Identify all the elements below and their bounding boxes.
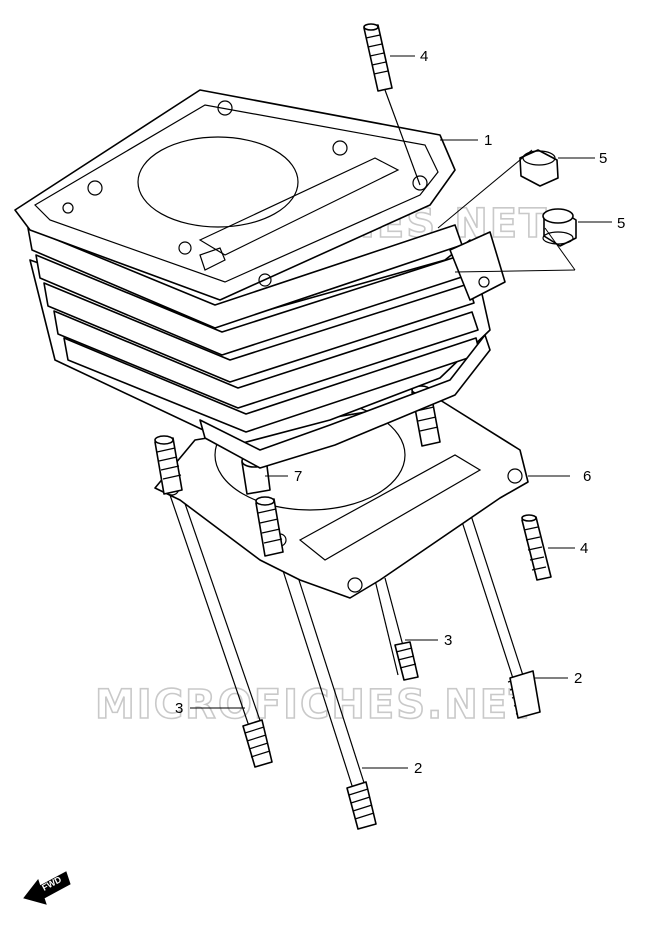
callout-5-upper: 5 xyxy=(599,150,607,167)
long-stud-front-left xyxy=(169,491,273,768)
callout-2-bottom: 2 xyxy=(414,760,422,777)
callout-4-lower: 4 xyxy=(580,540,588,557)
fwd-arrow-icon: FWD xyxy=(23,871,71,905)
callout-4-top: 4 xyxy=(420,48,428,65)
callout-6: 6 xyxy=(583,468,591,485)
watermark-bottom: MICROFICHES.NET xyxy=(95,682,538,728)
loose-stud xyxy=(521,514,552,581)
callout-3-right: 3 xyxy=(444,632,452,649)
top-stud xyxy=(363,23,421,186)
long-stud-rear-right xyxy=(454,496,541,719)
long-stud-rear-middle xyxy=(374,577,419,681)
callout-3-left: 3 xyxy=(175,700,183,717)
long-stud-front-middle xyxy=(277,551,377,830)
leader-lines xyxy=(190,55,612,769)
callout-5-lower: 5 xyxy=(617,215,625,232)
short-stud-left xyxy=(154,435,183,495)
cylinder-block xyxy=(14,89,506,469)
callout-7: 7 xyxy=(294,468,302,485)
callout-1: 1 xyxy=(484,132,492,149)
short-stud-front xyxy=(255,496,284,557)
callout-2-right: 2 xyxy=(574,670,582,687)
